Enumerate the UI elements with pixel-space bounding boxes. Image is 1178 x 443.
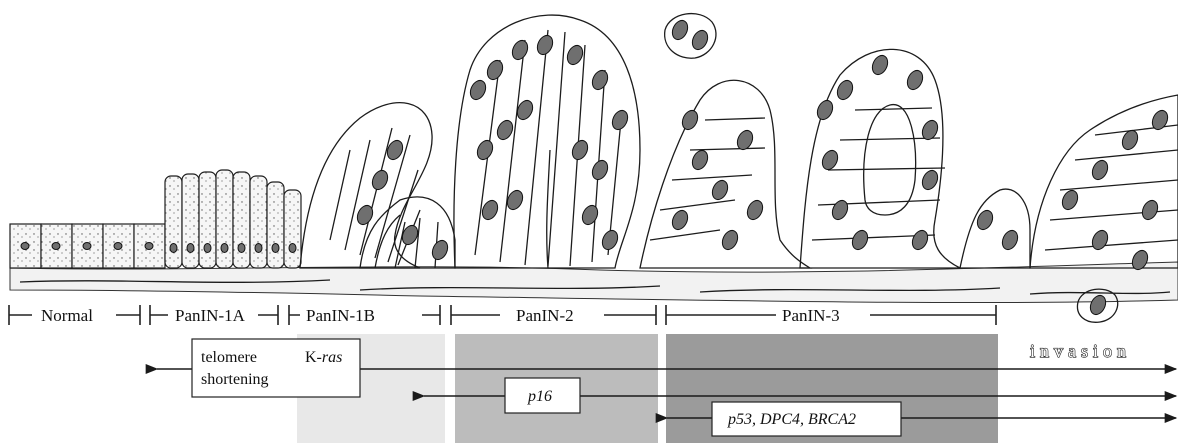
dysplastic-nucleus — [509, 38, 530, 62]
normal-epithelium — [10, 224, 165, 268]
columnar-cell — [165, 176, 182, 268]
dysplastic-nucleus — [534, 33, 555, 57]
stage-label-panin-2: PanIN-2 — [516, 306, 574, 325]
columnar-cell — [216, 170, 233, 268]
dysplastic-nucleus — [467, 78, 488, 102]
columnar-cell — [267, 182, 284, 268]
dysplastic-nucleus — [669, 208, 690, 232]
dysplastic-nucleus — [579, 203, 600, 227]
dysplastic-nucleus — [1139, 198, 1160, 222]
stage-label-panin-3: PanIN-3 — [782, 306, 840, 325]
dysplastic-nucleus — [869, 53, 890, 77]
columnar-cell — [284, 190, 301, 268]
normal-cell-nucleus — [83, 243, 91, 250]
columnar-cell — [250, 176, 267, 268]
normal-cell-nucleus — [52, 243, 60, 250]
columnar-cell-nucleus — [255, 244, 262, 253]
columnar-cell-nucleus — [204, 244, 211, 253]
invasion-label: invasion — [1030, 341, 1131, 361]
telomere-label-line2: shortening — [201, 371, 269, 388]
stage-label-normal: Normal — [41, 306, 93, 325]
dysplastic-nucleus — [709, 178, 730, 202]
columnar-cell-nucleus — [170, 244, 177, 253]
dysplastic-nucleus — [384, 138, 405, 162]
stage-label-panin-1b: PanIN-1B — [306, 306, 375, 325]
columnar-cell-nucleus — [238, 244, 245, 253]
dysplastic-nucleus — [429, 238, 450, 262]
dysplastic-nucleus — [834, 78, 855, 102]
dysplastic-nucleus — [479, 198, 500, 222]
tissue-illustration — [10, 14, 1178, 323]
dysplastic-nucleus — [999, 228, 1020, 252]
columnar-cell-nucleus — [221, 244, 228, 253]
dysplastic-nucleus — [819, 148, 840, 172]
kras-label: K-ras — [305, 349, 342, 366]
dysplastic-nucleus — [679, 108, 700, 132]
telomere-kras-box — [192, 339, 360, 397]
dysplastic-nucleus — [599, 228, 620, 252]
dysplastic-nucleus — [909, 228, 930, 252]
columnar-cell-nucleus — [289, 244, 296, 253]
dysplastic-nucleus — [494, 118, 515, 142]
dysplastic-nucleus — [609, 108, 630, 132]
normal-cell-nucleus — [21, 243, 29, 250]
dysplastic-nucleus — [569, 138, 590, 162]
dysplastic-nucleus — [919, 168, 940, 192]
columnar-cell — [182, 174, 199, 268]
columnar-cell-nucleus — [187, 244, 194, 253]
stage-label-panin-1a: PanIN-1A — [175, 306, 246, 325]
dysplastic-nucleus — [719, 228, 740, 252]
dysplastic-nucleus — [474, 138, 495, 162]
dysplastic-nucleus — [1089, 158, 1110, 182]
stage-scale: Normal PanIN-1A PanIN-1B PanIN-2 PanIN-3 — [9, 305, 996, 325]
dysplastic-nucleus — [1089, 228, 1110, 252]
dysplastic-nucleus — [744, 198, 765, 222]
normal-cell-nucleus — [114, 243, 122, 250]
dysplastic-nucleus — [369, 168, 390, 192]
dysplastic-nucleus — [689, 148, 710, 172]
late-genes-label: p53, DPC4, BRCA2 — [727, 411, 856, 428]
dysplastic-nucleus — [814, 98, 835, 122]
dysplastic-nucleus — [904, 68, 925, 92]
dysplastic-nucleus — [484, 58, 505, 82]
dysplastic-nucleus — [669, 18, 690, 42]
panin-1a-epithelium — [165, 170, 301, 268]
dysplastic-nucleus — [589, 68, 610, 92]
columnar-cell — [233, 172, 250, 268]
dysplastic-nucleus — [689, 28, 710, 52]
dysplastic-nucleus — [849, 228, 870, 252]
dysplastic-nucleus — [564, 43, 585, 67]
normal-cell-nucleus — [145, 243, 153, 250]
dysplastic-nucleus — [589, 158, 610, 182]
columnar-cell — [199, 172, 216, 268]
dysplastic-nucleus — [1059, 188, 1080, 212]
columnar-cell-nucleus — [272, 244, 279, 253]
panin-3-epithelium — [640, 14, 1030, 268]
dysplastic-nucleus — [829, 198, 850, 222]
telomere-label-line1: telomere — [201, 349, 257, 366]
p16-label: p16 — [527, 388, 552, 405]
